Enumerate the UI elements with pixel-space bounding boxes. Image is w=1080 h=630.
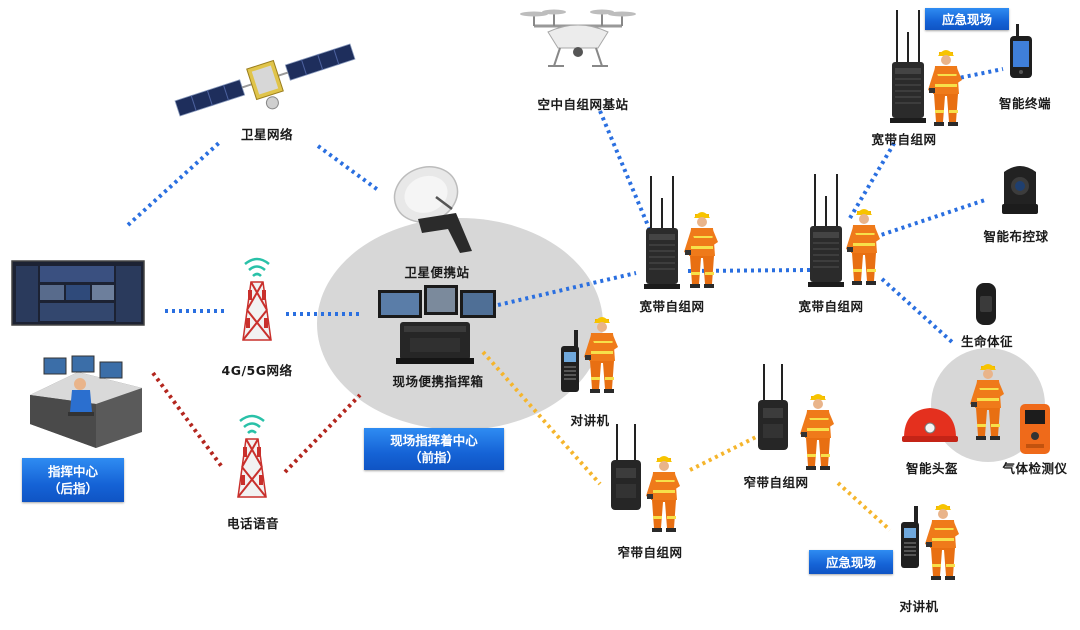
label-telephone-voice: 电话语音 — [226, 516, 280, 531]
field-command-center-subtitle: （前指） — [408, 450, 459, 465]
label-smart-ptz-camera: 智能布控球 — [983, 229, 1049, 244]
label-satellite-network: 卫星网络 — [240, 127, 294, 142]
narrowband-device-icon — [757, 363, 789, 451]
firefighter-icon — [925, 504, 959, 580]
firefighter-icon — [846, 209, 880, 285]
command-center-subtitle: （后指） — [47, 481, 98, 496]
firefighter-icon — [928, 50, 962, 126]
firefighter-icon — [684, 212, 718, 288]
label-smart-terminal: 智能终端 — [998, 96, 1052, 111]
emergency-site-badge-top: 应急现场 — [925, 8, 1009, 30]
broadband-links — [126, 67, 1004, 344]
narrowband-device-icon — [610, 423, 642, 511]
radio-station-icon — [643, 175, 681, 290]
label-mobile-network: 4G/5G网络 — [221, 363, 293, 378]
smart-terminal-icon — [1010, 24, 1032, 78]
cell-tower-icon — [241, 257, 273, 342]
ptz-camera-icon — [1002, 166, 1038, 214]
radio-station-icon — [889, 9, 927, 124]
firefighter-icon — [800, 394, 834, 470]
command-center-badge: 指挥中心 （后指） — [22, 458, 124, 502]
field-command-center-badge: 现场指挥着中心 （前指） — [364, 428, 504, 470]
radio-station-icon — [807, 173, 845, 288]
voice-tower-icon — [236, 414, 268, 499]
satellite-dish-icon — [393, 166, 472, 253]
label-vital-signs: 生命体征 — [960, 334, 1014, 349]
command-center-title: 指挥中心 — [47, 464, 98, 479]
label-walkie-talkie-1: 对讲机 — [570, 413, 610, 428]
command-desk-icon — [30, 355, 142, 448]
helmet-icon — [902, 408, 958, 442]
label-aerial-base-station: 空中自组网基站 — [537, 97, 629, 112]
label-broadband-1: 宽带自组网 — [639, 299, 705, 314]
field-command-center-title: 现场指挥着中心 — [390, 433, 478, 448]
smartwatch-icon — [976, 283, 996, 325]
label-satellite-portable-station: 卫星便携站 — [404, 265, 470, 280]
video-wall-icon — [11, 260, 145, 326]
gas-detector-icon — [1020, 404, 1050, 454]
satellite-icon — [174, 43, 356, 117]
label-narrowband-1: 窄带自组网 — [617, 545, 683, 560]
firefighter-icon — [646, 456, 680, 532]
portable-command-box-icon — [378, 285, 496, 364]
label-gas-detector: 气体检测仪 — [1002, 461, 1068, 476]
emergency-site-bottom-label: 应急现场 — [825, 554, 876, 570]
walkie-talkie-icon — [901, 506, 919, 568]
drone-icon — [520, 9, 636, 67]
narrowband-links — [481, 350, 892, 532]
label-narrowband-2: 窄带自组网 — [743, 475, 809, 490]
voice-links — [151, 371, 362, 474]
emergency-site-top-label: 应急现场 — [941, 11, 992, 27]
label-smart-helmet: 智能头盔 — [905, 461, 959, 476]
label-walkie-talkie-2: 对讲机 — [899, 599, 939, 614]
label-broadband-2: 宽带自组网 — [798, 299, 864, 314]
emergency-site-badge-bottom: 应急现场 — [809, 550, 893, 574]
label-broadband-3: 宽带自组网 — [871, 132, 937, 147]
label-portable-command-box: 现场便携指挥箱 — [392, 374, 484, 389]
